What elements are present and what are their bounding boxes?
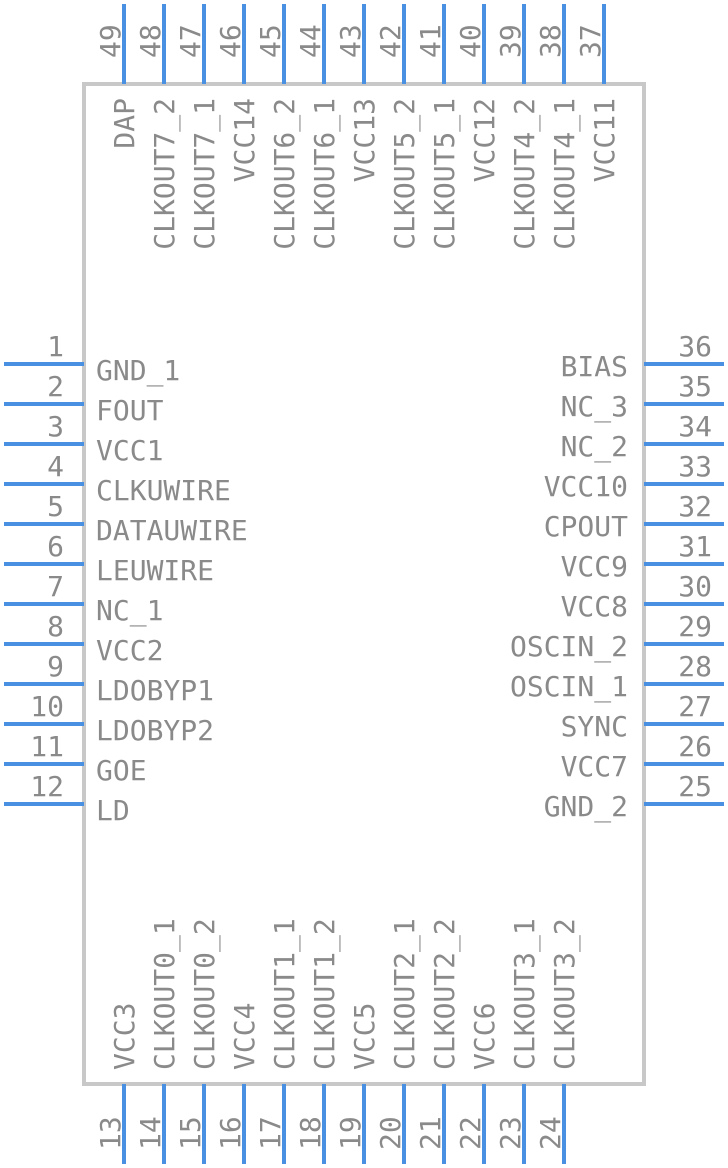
pin-number-32: 32 [678, 490, 712, 523]
pin-number-44: 44 [294, 24, 327, 58]
pin-number-19: 19 [334, 1116, 367, 1150]
pin-number-31: 31 [678, 530, 712, 563]
pin-name-clkout4_1: CLKOUT4_1 [548, 98, 582, 250]
pin-name-vcc5: VCC5 [348, 1003, 381, 1070]
pin-name-clkout7_1: CLKOUT7_1 [188, 98, 222, 250]
pin-name-gnd_2: GND_2 [544, 790, 628, 824]
pin-name-ldobyp2: LDOBYP2 [96, 714, 214, 747]
pin-number-34: 34 [678, 410, 712, 443]
pin-name-clkout1_2: CLKOUT1_2 [308, 918, 342, 1070]
pin-name-vcc1: VCC1 [96, 434, 163, 467]
pin-number-45: 45 [254, 24, 287, 58]
pin-name-vcc6: VCC6 [468, 1003, 501, 1070]
pin-name-nc_3: NC_3 [561, 390, 628, 424]
pin-number-12: 12 [30, 770, 64, 803]
pin-number-3: 3 [47, 410, 64, 443]
pin-name-clkout5_2: CLKOUT5_2 [388, 98, 422, 250]
pin-number-9: 9 [47, 650, 64, 683]
pin-name-oscin_1: OSCIN_1 [510, 670, 628, 704]
pin-name-bias: BIAS [561, 350, 628, 383]
pin-name-vcc14: VCC14 [228, 98, 261, 182]
pin-number-27: 27 [678, 690, 712, 723]
pin-number-40: 40 [454, 24, 487, 58]
pin-name-vcc10: VCC10 [544, 470, 628, 503]
pin-name-clkout0_2: CLKOUT0_2 [188, 918, 222, 1070]
pin-name-vcc9: VCC9 [561, 550, 628, 583]
pin-number-21: 21 [414, 1116, 447, 1150]
pin-name-clkout2_1: CLKOUT2_1 [388, 918, 422, 1070]
pin-number-25: 25 [678, 770, 712, 803]
pin-name-clkout7_2: CLKOUT7_2 [148, 98, 182, 250]
pin-name-datauwire: DATAUWIRE [96, 514, 248, 547]
pin-name-goe: GOE [96, 754, 147, 787]
pin-number-18: 18 [294, 1116, 327, 1150]
pin-number-30: 30 [678, 570, 712, 603]
pin-name-fout: FOUT [96, 394, 164, 427]
pin-name-vcc4: VCC4 [228, 1003, 261, 1070]
pin-number-43: 43 [334, 24, 367, 58]
pin-name-clkuwire: CLKUWIRE [96, 474, 231, 507]
pin-name-vcc8: VCC8 [561, 590, 628, 623]
pin-number-36: 36 [678, 330, 712, 363]
pin-number-35: 35 [678, 370, 712, 403]
pin-number-13: 13 [94, 1116, 127, 1150]
pin-number-41: 41 [414, 24, 447, 58]
pin-number-17: 17 [254, 1116, 287, 1150]
pin-number-37: 37 [574, 24, 607, 58]
pin-name-nc_2: NC_2 [561, 430, 628, 464]
pin-number-48: 48 [134, 24, 167, 58]
pin-name-clkout6_1: CLKOUT6_1 [308, 98, 342, 250]
pin-number-47: 47 [174, 24, 207, 58]
pin-name-leuwire: LEUWIRE [96, 554, 214, 587]
pin-number-5: 5 [47, 490, 64, 523]
pin-number-16: 16 [214, 1116, 247, 1150]
pin-name-vcc3: VCC3 [108, 1003, 141, 1070]
pin-name-cpout: CPOUT [544, 510, 628, 543]
pin-number-38: 38 [534, 24, 567, 58]
pin-number-22: 22 [454, 1116, 487, 1150]
pin-number-39: 39 [494, 24, 527, 58]
pin-number-1: 1 [47, 330, 64, 363]
pin-name-vcc12: VCC12 [468, 98, 501, 182]
pin-number-23: 23 [494, 1116, 527, 1150]
pin-number-6: 6 [47, 530, 64, 563]
pin-name-ld: LD [96, 794, 130, 827]
pin-number-7: 7 [47, 570, 64, 603]
pin-name-vcc13: VCC13 [348, 98, 381, 182]
pin-name-oscin_2: OSCIN_2 [510, 630, 628, 664]
pin-number-26: 26 [678, 730, 712, 763]
pin-name-clkout0_1: CLKOUT0_1 [148, 918, 182, 1070]
pin-name-gnd_1: GND_1 [96, 354, 180, 388]
pin-name-clkout1_1: CLKOUT1_1 [268, 918, 302, 1070]
pin-name-nc_1: NC_1 [96, 594, 163, 628]
pin-name-vcc2: VCC2 [96, 634, 163, 667]
pin-name-clkout3_1: CLKOUT3_1 [508, 918, 542, 1070]
pin-name-clkout4_2: CLKOUT4_2 [508, 98, 542, 250]
pin-name-vcc7: VCC7 [561, 750, 628, 783]
pin-number-42: 42 [374, 24, 407, 58]
pin-number-8: 8 [47, 610, 64, 643]
pin-name-sync: SYNC [561, 710, 628, 743]
pin-number-20: 20 [374, 1116, 407, 1150]
pin-name-clkout2_2: CLKOUT2_2 [428, 918, 462, 1070]
pin-name-ldobyp1: LDOBYP1 [96, 674, 214, 707]
pin-number-49: 49 [94, 24, 127, 58]
pin-number-24: 24 [534, 1116, 567, 1150]
pin-number-2: 2 [47, 370, 64, 403]
pin-name-clkout5_1: CLKOUT5_1 [428, 98, 462, 250]
pin-number-4: 4 [47, 450, 64, 483]
pin-number-33: 33 [678, 450, 712, 483]
pin-number-28: 28 [678, 650, 712, 683]
pin-number-46: 46 [214, 24, 247, 58]
pin-number-10: 10 [30, 690, 64, 723]
pin-name-clkout6_2: CLKOUT6_2 [268, 98, 302, 250]
pin-number-15: 15 [174, 1116, 207, 1150]
pin-number-14: 14 [134, 1116, 167, 1150]
pin-name-clkout3_2: CLKOUT3_2 [548, 918, 582, 1070]
pin-number-11: 11 [30, 730, 64, 763]
pin-name-dap: DAP [108, 98, 141, 149]
pin-name-vcc11: VCC11 [588, 98, 621, 182]
pin-number-29: 29 [678, 610, 712, 643]
